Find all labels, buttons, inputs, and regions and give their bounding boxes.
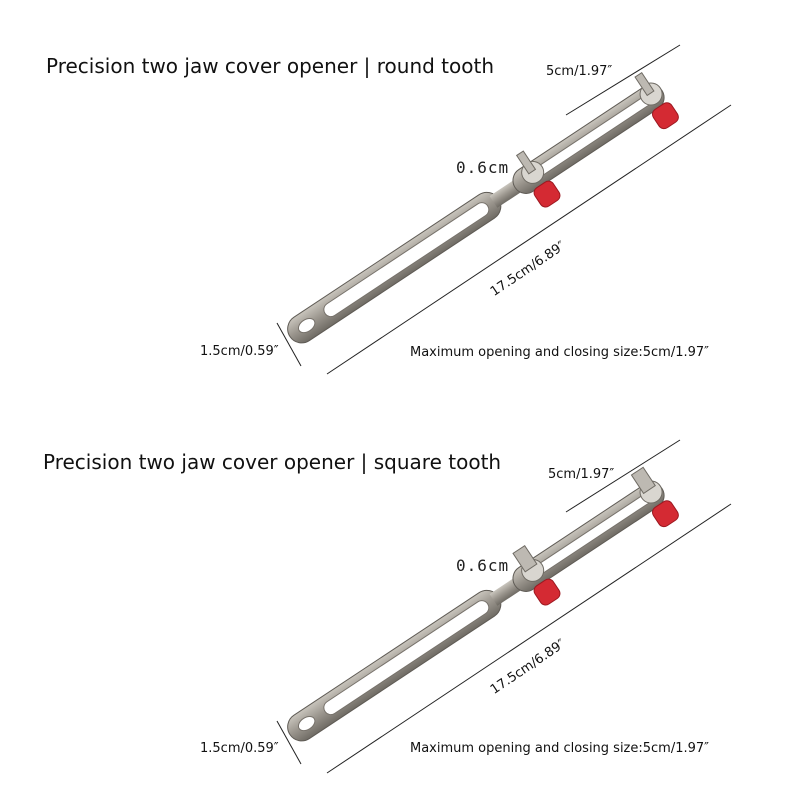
panel-title: Precision two jaw cover opener | round t… (46, 54, 495, 78)
max-opening-label: Maximum opening and closing size:5cm/1.9… (410, 741, 710, 756)
red-knob (651, 102, 679, 130)
square-tooth-pin (512, 545, 538, 573)
dimension-line-length (326, 503, 732, 774)
tool-illustration (276, 439, 732, 774)
handle-width-label: 1.5cm/0.59″ (200, 344, 279, 359)
dimension-line-jaw (565, 44, 681, 116)
waist-width-label: 0.6cm (456, 556, 510, 575)
waist-width-label: 0.6cm (456, 158, 510, 177)
product-panel-square-tooth: Precision two jaw cover opener | square … (0, 400, 800, 800)
dimension-line-length (326, 104, 732, 375)
dimension-line-handle (276, 720, 302, 765)
dimension-line-handle (276, 322, 302, 367)
hang-hole (297, 318, 316, 334)
max-opening-label: Maximum opening and closing size:5cm/1.9… (410, 345, 710, 360)
product-panel-round-tooth: Precision two jaw cover opener | round t… (46, 44, 732, 375)
hang-hole (297, 716, 316, 732)
square-tooth-pin (630, 466, 656, 495)
dimension-line-jaw (565, 439, 681, 513)
cover-opener-tool (287, 466, 679, 742)
panel-title: Precision two jaw cover opener | square … (43, 450, 502, 474)
red-knob (533, 180, 561, 208)
red-knob (533, 578, 561, 606)
cover-opener-tool (287, 71, 679, 344)
jaw-width-label: 5cm/1.97″ (546, 64, 613, 79)
handle-width-label: 1.5cm/0.59″ (200, 741, 279, 756)
jaw-width-label: 5cm/1.97″ (548, 467, 615, 482)
red-knob (651, 500, 679, 528)
tool-illustration (276, 44, 732, 375)
